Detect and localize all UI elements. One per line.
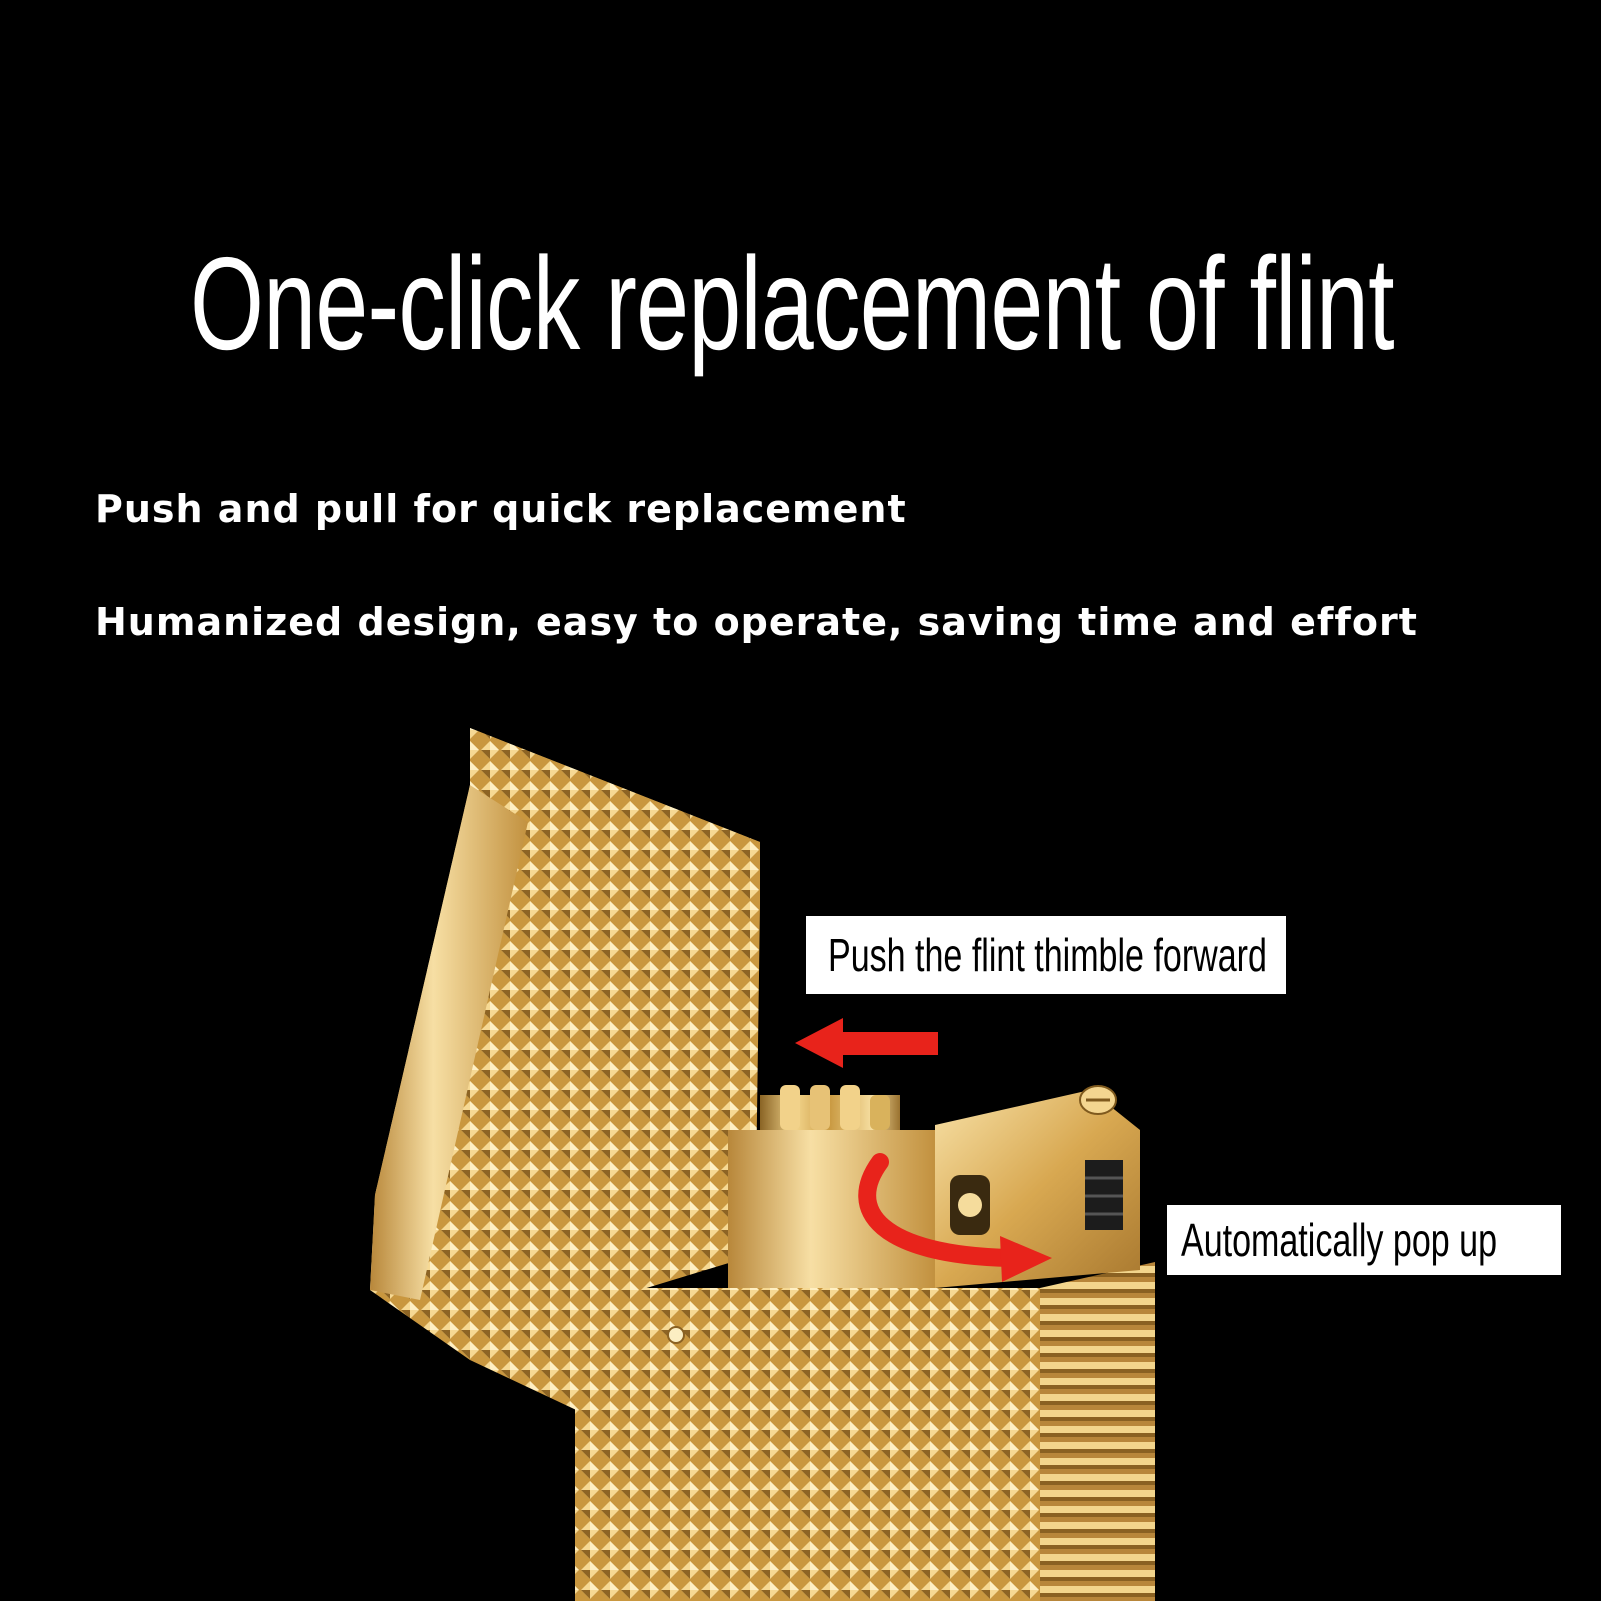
headline: One-click replacement of flint bbox=[190, 230, 1395, 377]
subtitle-push-pull: Push and pull for quick replacement bbox=[95, 487, 907, 531]
subtitle-humanized-design: Humanized design, easy to operate, savin… bbox=[95, 600, 1418, 644]
push-arrow-icon bbox=[795, 1018, 938, 1068]
callout-pop-text: Automatically pop up bbox=[1181, 1214, 1498, 1266]
callout-automatically-pop-up: Automatically pop up bbox=[1167, 1205, 1561, 1275]
lighter-illustration bbox=[370, 728, 1155, 1601]
burner-head bbox=[935, 1085, 1140, 1288]
lighter-lid bbox=[370, 728, 760, 1440]
callout-push-text: Push the flint thimble forward bbox=[828, 929, 1267, 981]
lighter-body bbox=[575, 1262, 1155, 1601]
flint-housing bbox=[728, 1085, 935, 1288]
pop-up-arrow-icon bbox=[858, 1153, 1052, 1282]
callout-push-flint-thimble: Push the flint thimble forward bbox=[806, 916, 1286, 994]
